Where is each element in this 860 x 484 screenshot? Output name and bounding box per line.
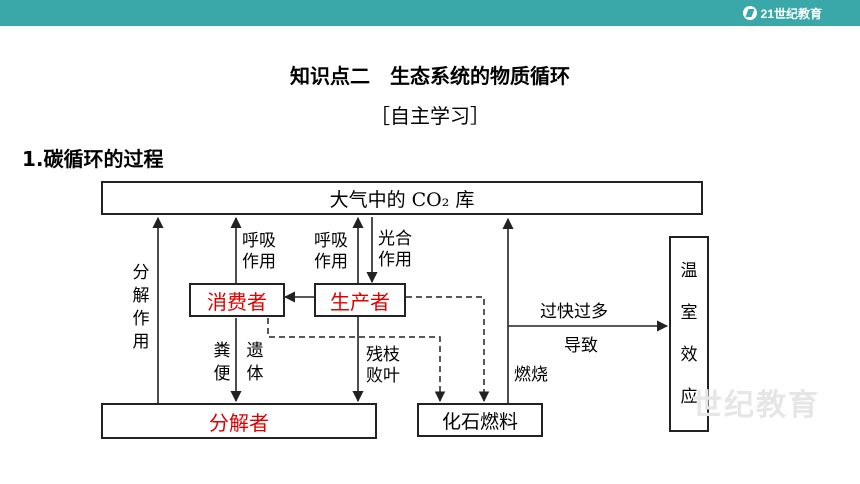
decomposer-label: 分解者	[209, 410, 269, 435]
consumer-box: 消费者	[189, 283, 285, 317]
greenhouse-label: 温室效应	[680, 261, 698, 407]
remains-label: 遗体	[246, 341, 264, 384]
fossil-fuel-box: 化石燃料	[417, 403, 543, 437]
logo-text: 21世纪教育	[760, 6, 822, 21]
page-subtitle: ［自主学习］	[370, 104, 490, 128]
atmosphere-label: 大气中的 CO₂ 库	[329, 188, 475, 211]
respiration-producer-line1: 呼吸	[314, 231, 348, 251]
respiration-consumer-label: 呼吸 作用	[242, 231, 276, 273]
excess-label: 过快过多	[540, 302, 608, 322]
section-heading: 1.碳循环的过程	[22, 147, 164, 171]
leads-to-label: 导致	[564, 336, 598, 356]
page-title: 知识点二 生态系统的物质循环	[290, 64, 570, 88]
litter-line2: 败叶	[366, 366, 400, 386]
atmosphere-co2-box: 大气中的 CO₂ 库	[101, 181, 703, 215]
producer-box: 生产者	[314, 283, 406, 317]
combustion-label: 燃烧	[514, 365, 548, 385]
photosynthesis-line1: 光合	[378, 229, 412, 249]
dashed-producer-to-fossil	[406, 296, 490, 403]
producer-label: 生产者	[330, 289, 390, 314]
feces-label: 粪便	[213, 341, 231, 384]
litter-line1: 残枝	[366, 345, 400, 365]
decomposition-label: 分解作用	[132, 263, 150, 352]
site-logo: 21世纪教育	[742, 3, 822, 23]
respiration-consumer-line1: 呼吸	[242, 231, 276, 251]
decomposer-box: 分解者	[101, 403, 377, 439]
runner-icon	[742, 6, 757, 20]
litter-label: 残枝 败叶	[366, 345, 400, 387]
photosynthesis-line2: 作用	[378, 250, 412, 270]
respiration-consumer-line2: 作用	[242, 252, 276, 272]
top-banner: 21世纪教育	[0, 0, 860, 26]
greenhouse-box: 温室效应	[669, 236, 709, 432]
fossil-fuel-label: 化石燃料	[441, 410, 518, 433]
respiration-producer-label: 呼吸 作用	[314, 231, 348, 273]
watermark: 世纪教育	[692, 389, 820, 422]
dashed-consumer-to-fossil	[267, 318, 446, 403]
respiration-producer-line2: 作用	[314, 252, 348, 272]
photosynthesis-label: 光合 作用	[378, 229, 412, 271]
consumer-label: 消费者	[207, 289, 267, 314]
